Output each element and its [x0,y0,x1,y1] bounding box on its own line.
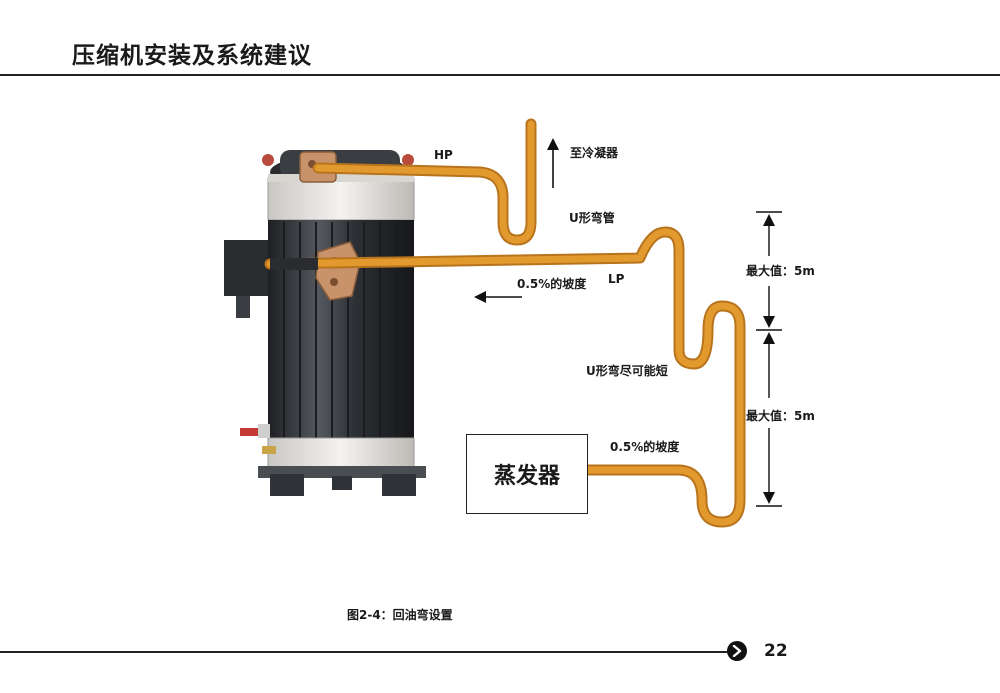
label-max-upper: 最大值：5m [746,264,815,278]
page-badge [727,641,747,661]
dimension-arrowheads [763,214,775,504]
suction-pipe [264,226,746,528]
evaporator-label: 蒸发器 [493,464,560,489]
dimension-markers [756,211,782,507]
label-u-bend-short: U形弯尽可能短 [586,364,668,378]
label-lp: LP [608,272,625,286]
arrow-up-icon [547,138,559,188]
label-to-condenser: 至冷凝器 [570,146,619,160]
label-slope-upper: 0.5%的坡度 [517,277,587,291]
page-number: 22 [764,641,788,661]
label-u-bend: U形弯管 [569,211,615,225]
label-max-lower: 最大值：5m [746,409,815,423]
label-hp: HP [434,148,453,162]
page-title: 压缩机安装及系统建议 [72,43,312,69]
suction-inlet-stub [270,258,318,270]
footer-divider [0,651,735,653]
figure-caption: 图2-4：回油弯设置 [347,608,453,622]
label-slope-lower: 0.5%的坡度 [610,440,680,454]
evaporator-box: 蒸发器 [466,434,588,514]
header-divider [0,74,1000,76]
compressor-illustration [224,150,426,496]
discharge-pipe [312,118,537,246]
arrow-left-icon [474,291,522,303]
chevron-right-icon [732,645,742,657]
